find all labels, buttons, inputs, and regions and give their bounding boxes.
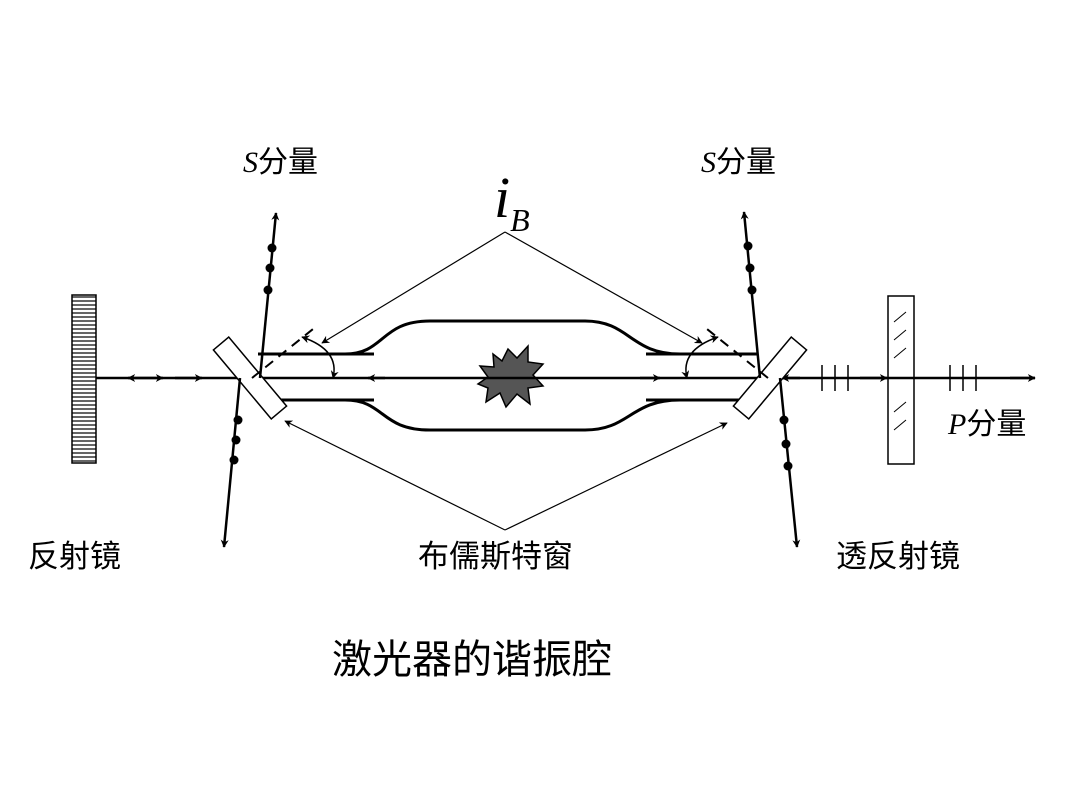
diagram-caption: 激光器的谐振腔 (332, 637, 612, 683)
angle-arc-right (681, 335, 719, 379)
component-text: 分量 (716, 145, 776, 180)
laser-tube-upper (344, 319, 681, 356)
brewster-angle-subscript: B (510, 202, 530, 238)
brewster-window-left (212, 336, 288, 420)
mirror-right-label: 透反射镜 (836, 539, 960, 575)
component-text: 分量 (258, 145, 318, 180)
pointer-window-right (504, 422, 728, 531)
mirror-left-label: 反射镜 (28, 539, 121, 575)
brewster-angle-label: iB (494, 165, 530, 237)
gain-medium-icon (476, 344, 545, 409)
normal-dashed-left (251, 324, 319, 379)
brewster-window-right (732, 336, 808, 420)
left-mirror (71, 294, 97, 464)
component-text: 分量 (966, 407, 1027, 442)
pointer-ib-right (504, 231, 703, 344)
s-component-label-left: S分量 (243, 148, 318, 178)
normal-dashed-right (701, 324, 769, 379)
s-symbol: S (701, 146, 716, 179)
s-component-label-right: S分量 (701, 148, 776, 178)
s-polarization-dots-left (229, 243, 277, 465)
pointer-ib-left (321, 231, 506, 344)
angle-arc-left (301, 335, 339, 379)
p-component-label: P分量 (948, 410, 1026, 440)
laser-tube-lower (344, 398, 681, 432)
pointer-window-left (284, 420, 506, 531)
s-polarization-dots-right (743, 241, 793, 471)
s-symbol: S (243, 146, 258, 179)
brewster-angle-symbol: i (494, 165, 511, 230)
s-beam-right-up (740, 211, 762, 379)
right-mirror (887, 295, 915, 465)
brewster-window-label: 布儒斯特窗 (418, 539, 573, 575)
s-beam-left-up (258, 212, 280, 379)
p-polarization-ticks (821, 365, 977, 391)
p-symbol: P (948, 408, 967, 441)
